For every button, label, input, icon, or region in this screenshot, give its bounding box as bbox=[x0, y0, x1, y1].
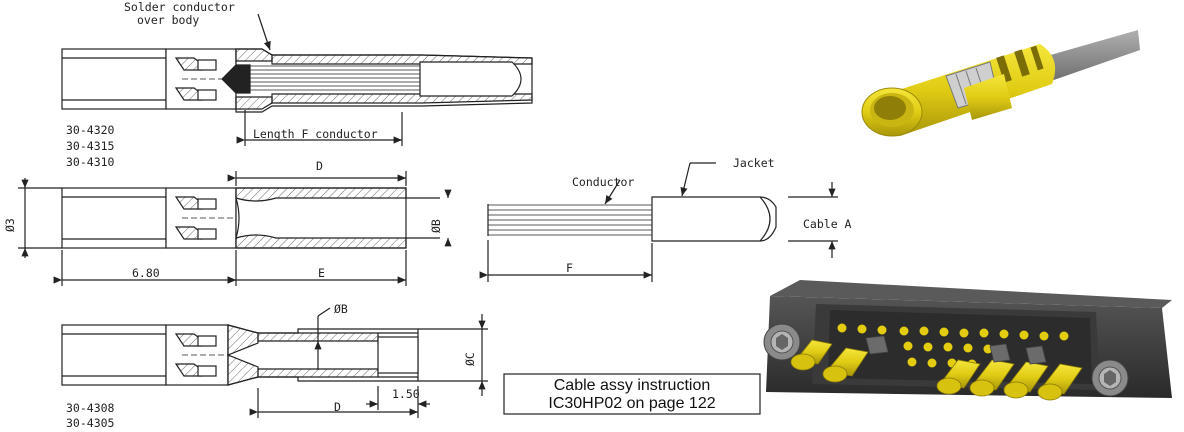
callout-line1: Cable assy instruction bbox=[554, 377, 711, 394]
part-number-30-4315: 30-4315 bbox=[66, 139, 114, 153]
solder-label-line1: Solder conductor bbox=[124, 0, 235, 14]
dim-d-top: D bbox=[316, 159, 323, 173]
jackscrew-left-icon bbox=[763, 323, 801, 361]
jacket-label: Jacket bbox=[733, 156, 775, 170]
cable-assy-callout: Cable assy instruction IC30HP02 on page … bbox=[503, 373, 761, 415]
connector-3d-render bbox=[763, 280, 1172, 401]
part-number-30-4308: 30-4308 bbox=[66, 401, 115, 415]
dim-d-bottom: D bbox=[334, 400, 341, 414]
crimp-contact-drawing bbox=[18, 171, 452, 286]
cable-diagram bbox=[479, 162, 838, 282]
solder-contact-drawing bbox=[61, 13, 533, 146]
dim-6-80: 6.80 bbox=[132, 266, 160, 280]
part-number-30-4305: 30-4305 bbox=[66, 416, 114, 430]
conductor-label: Conductor bbox=[572, 175, 634, 189]
dim-dia-b-bottom: ØB bbox=[334, 302, 348, 316]
part-number-30-4310: 30-4310 bbox=[66, 155, 115, 169]
cable-a-label: Cable A bbox=[803, 217, 852, 231]
length-f-label: Length F conductor bbox=[253, 127, 378, 141]
dim-e: E bbox=[318, 266, 325, 280]
dim-dia-c: ØC bbox=[463, 352, 477, 366]
dim-dia-b: ØB bbox=[429, 219, 443, 233]
jackscrew-right-icon bbox=[1091, 359, 1129, 397]
reduced-contact-drawing bbox=[61, 307, 488, 418]
contact-3d-render bbox=[861, 30, 1140, 137]
dim-1-50: 1.50 bbox=[392, 387, 420, 401]
callout-line2: IC30HP02 on page 122 bbox=[548, 395, 715, 412]
solder-label-line2: over body bbox=[137, 13, 199, 27]
dim-f: F bbox=[566, 261, 573, 275]
part-number-30-4320: 30-4320 bbox=[66, 123, 115, 137]
dim-dia-3: Ø3 bbox=[3, 218, 17, 232]
